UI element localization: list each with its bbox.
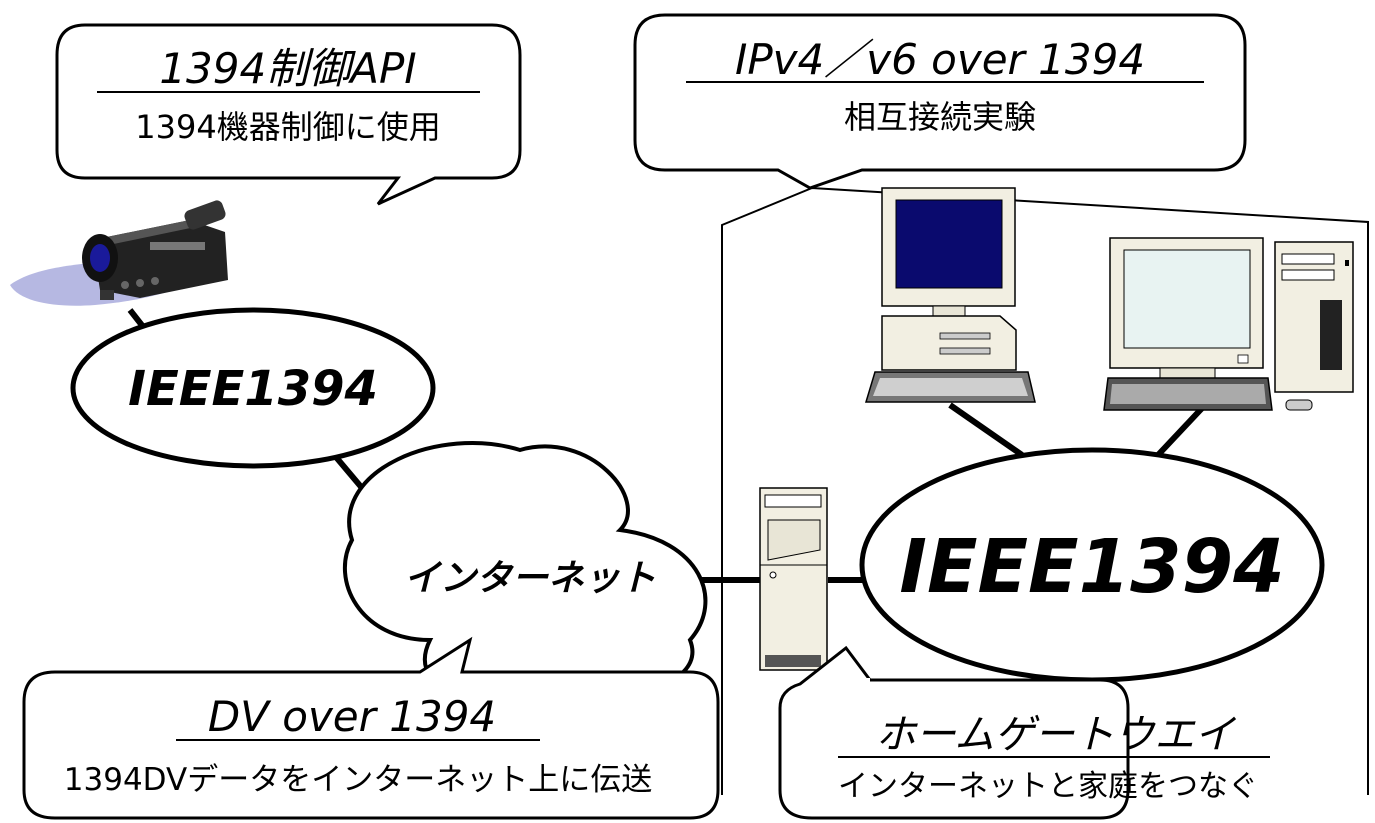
callout-title-gateway: ホームゲートウエイ <box>876 712 1237 758</box>
callout-subtitle-dv: 1394DVデータをインターネット上に伝送 <box>64 762 652 798</box>
callout-dv: DV over 1394 1394DVデータをインターネット上に伝送 <box>22 636 720 820</box>
desktop-pc-icon <box>864 187 1036 403</box>
callout-title-dv: DV over 1394 <box>208 692 496 741</box>
ieee1394-node-right: IEEE1394 <box>859 447 1325 683</box>
callout-title-control-api: 1394制御API <box>159 44 416 93</box>
node-label-internet: インターネット <box>404 558 656 599</box>
internet-cloud: インターネット <box>342 441 708 703</box>
callout-subtitle-ipv4v6: 相互接続実験 <box>844 98 1036 136</box>
ieee1394-node-left: IEEE1394 <box>70 307 436 469</box>
node-label-ieee-left: IEEE1394 <box>128 361 378 417</box>
callout-subtitle-gateway: インターネットと家庭をつなぐ <box>838 769 1258 804</box>
callout-control-api: 1394制御API 1394機器制御に使用 <box>55 23 522 206</box>
camcorder-icon <box>10 200 228 306</box>
node-label-ieee-right: IEEE1394 <box>899 524 1284 610</box>
desktop-pc-tower-icon <box>1103 237 1354 411</box>
server-tower-icon <box>759 487 828 671</box>
callout-ipv4v6: IPv4／v6 over 1394 相互接続実験 <box>633 13 1247 190</box>
callout-gateway: ホームゲートウエイ インターネットと家庭をつなぐ <box>778 645 1270 820</box>
callout-subtitle-control-api: 1394機器制御に使用 <box>135 108 440 146</box>
callout-title-ipv4v6: IPv4／v6 over 1394 <box>735 35 1145 84</box>
